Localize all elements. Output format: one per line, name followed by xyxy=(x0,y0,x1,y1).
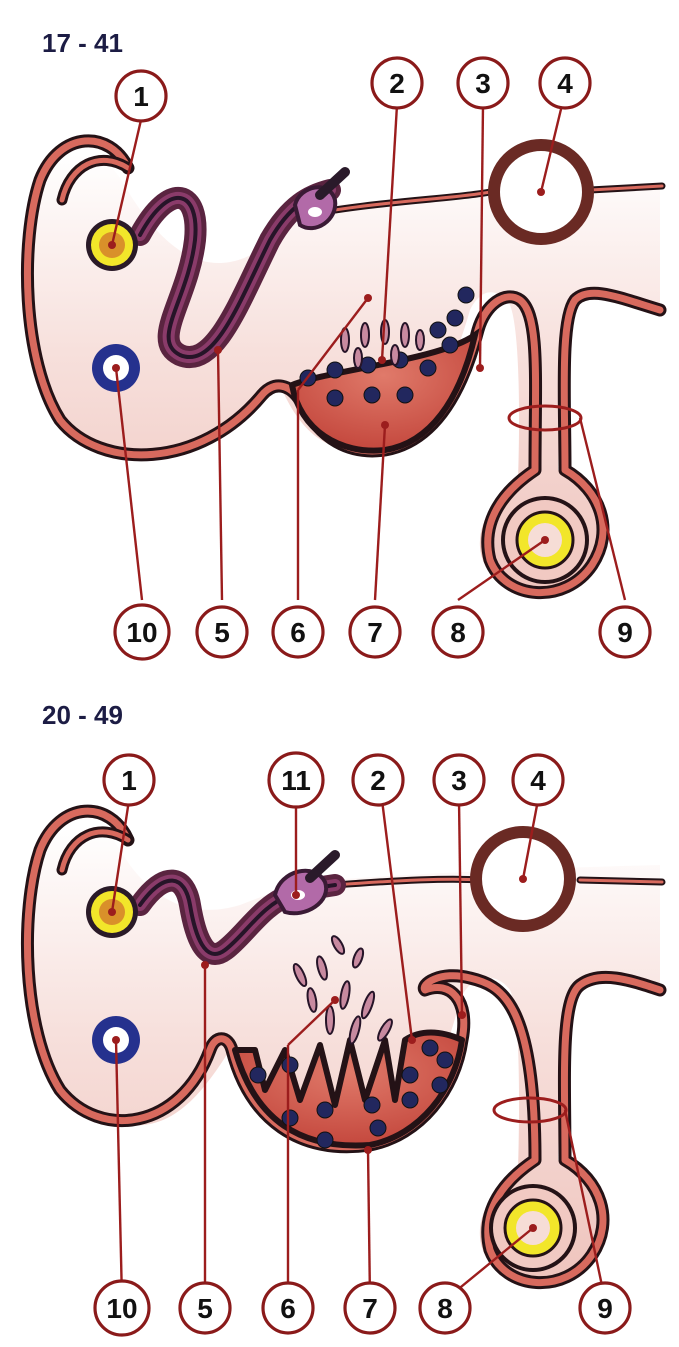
label-5: 5 xyxy=(195,605,249,659)
diagram-2-title: 20 - 49 xyxy=(42,700,123,730)
svg-text:9: 9 xyxy=(617,617,633,648)
label-10: 10 xyxy=(113,603,171,661)
svg-text:6: 6 xyxy=(280,1293,296,1324)
label-6-2: 6 xyxy=(261,1281,315,1335)
gland-nuclei-2 xyxy=(249,1039,454,1149)
svg-text:9: 9 xyxy=(597,1293,613,1324)
gland-cells xyxy=(340,319,425,369)
svg-text:10: 10 xyxy=(106,1293,137,1324)
svg-text:7: 7 xyxy=(367,617,383,648)
svg-text:8: 8 xyxy=(437,1293,453,1324)
svg-text:5: 5 xyxy=(197,1293,213,1324)
label-5-2: 5 xyxy=(178,1281,232,1335)
label-8: 8 xyxy=(431,605,485,659)
svg-text:3: 3 xyxy=(451,765,467,796)
svg-text:8: 8 xyxy=(450,617,466,648)
svg-text:1: 1 xyxy=(133,81,149,112)
svg-text:5: 5 xyxy=(214,617,230,648)
svg-text:11: 11 xyxy=(281,765,311,796)
label-4-2: 4 xyxy=(511,753,565,807)
label-7-2: 7 xyxy=(343,1281,397,1335)
diagram-1: 17 - 41 xyxy=(21,28,667,661)
svg-text:1: 1 xyxy=(121,765,137,796)
svg-text:3: 3 xyxy=(475,68,491,99)
label-1-2: 1 xyxy=(102,753,156,807)
leader-lines-1 xyxy=(108,104,627,601)
diagram-1-title: 17 - 41 xyxy=(42,28,123,58)
svg-text:7: 7 xyxy=(362,1293,378,1324)
leader-lines-2 xyxy=(108,799,607,1301)
s-shaped-duct xyxy=(129,167,350,368)
svg-text:6: 6 xyxy=(290,617,306,648)
label-9-2: 9 xyxy=(578,1281,632,1335)
label-2-2: 2 xyxy=(351,753,405,807)
label-7: 7 xyxy=(348,605,402,659)
svg-text:2: 2 xyxy=(370,765,386,796)
label-9: 9 xyxy=(598,605,652,659)
gland-7 xyxy=(288,286,480,454)
label-3: 3 xyxy=(456,56,510,110)
diagram-2: 20 - 49 xyxy=(21,700,667,1337)
svg-text:10: 10 xyxy=(126,617,157,648)
label-4: 4 xyxy=(538,56,592,110)
label-8-2: 8 xyxy=(418,1281,472,1335)
label-1: 1 xyxy=(114,69,168,123)
svg-text:4: 4 xyxy=(557,68,573,99)
outer-epithelium-2 xyxy=(21,804,667,1290)
outer-epithelium xyxy=(21,134,667,600)
label-2: 2 xyxy=(370,56,424,110)
svg-text:2: 2 xyxy=(389,68,405,99)
label-11-2: 11 xyxy=(267,751,325,809)
label-6: 6 xyxy=(271,605,325,659)
label-3-2: 3 xyxy=(432,753,486,807)
label-10-2: 10 xyxy=(93,1279,151,1337)
svg-text:4: 4 xyxy=(530,765,546,796)
